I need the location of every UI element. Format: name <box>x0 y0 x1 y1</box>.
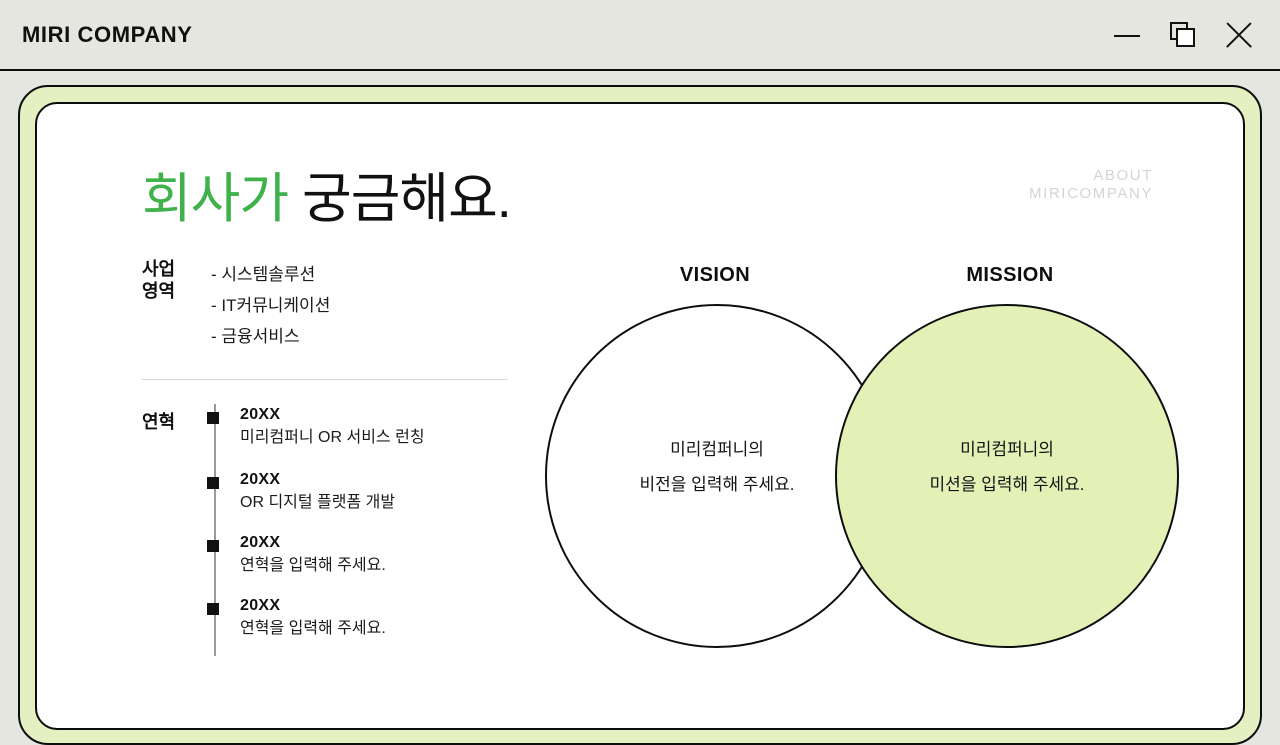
vision-circle <box>545 304 889 648</box>
timeline-year: 20XX <box>240 471 281 488</box>
page-title-rest: 궁금해요. <box>288 169 512 229</box>
timeline-entry: 20XX 미리컴퍼니 OR 서비스 런칭 <box>207 404 540 450</box>
business-area-section: 사업 영역 - 시스템솔루션 - IT커뮤니케이션 - 금융서비스 <box>142 259 330 352</box>
timeline-marker-icon <box>207 477 219 489</box>
timeline-marker-icon <box>207 540 219 552</box>
minimize-icon[interactable] <box>1112 20 1142 50</box>
about-line-2: MIRICOMPANY <box>1029 185 1153 202</box>
restore-square-front <box>1176 27 1195 47</box>
section-divider <box>142 379 508 380</box>
slide-canvas: 회사가 궁금해요. ABOUT MIRICOMPANY 사업 영역 - 시스템솔… <box>35 102 1245 730</box>
timeline-marker-icon <box>207 412 219 424</box>
close-icon[interactable] <box>1224 20 1254 50</box>
about-watermark: ABOUT MIRICOMPANY <box>1029 167 1153 203</box>
history-label: 연혁 <box>142 412 176 432</box>
timeline-entry: 20XX 연혁을 입력해 주세요. <box>207 532 540 578</box>
window-titlebar: MIRI COMPANY <box>0 0 1280 71</box>
timeline-year: 20XX <box>240 597 281 614</box>
timeline-year: 20XX <box>240 534 281 551</box>
timeline-entry: 20XX OR 디지털 플랫폼 개발 <box>207 469 540 515</box>
vision-text-line-1: 미리컴퍼니의 <box>670 440 764 459</box>
timeline-description: 미리컴퍼니 OR 서비스 런칭 <box>240 429 425 446</box>
app-title: MIRI COMPANY <box>22 21 193 47</box>
timeline-description: OR 디지털 플랫폼 개발 <box>240 494 396 511</box>
timeline-description: 연혁을 입력해 주세요. <box>240 557 386 574</box>
business-area-label-line-2: 영역 <box>142 280 176 301</box>
timeline-year: 20XX <box>240 406 281 423</box>
mission-title: MISSION <box>966 264 1054 286</box>
vision-title: VISION <box>679 264 751 286</box>
window-controls <box>1112 20 1254 50</box>
mission-text: 미리컴퍼니의 미션을 입력해 주세요. <box>835 432 1179 502</box>
list-item: - 시스템솔루션 <box>211 265 316 284</box>
timeline-entry: 20XX 연혁을 입력해 주세요. <box>207 595 540 641</box>
business-area-label-line-1: 사업 <box>142 259 176 279</box>
mission-text-line-2: 미션을 입력해 주세요. <box>929 475 1085 494</box>
restore-window-icon[interactable] <box>1168 20 1198 50</box>
vision-text-line-2: 비전을 입력해 주세요. <box>639 475 795 494</box>
business-area-label: 사업 영역 <box>142 259 204 352</box>
list-item: - IT커뮤니케이션 <box>211 296 331 315</box>
vision-text: 미리컴퍼니의 비전을 입력해 주세요. <box>545 432 889 502</box>
timeline-marker-icon <box>207 603 219 615</box>
business-area-list: - 시스템솔루션 - IT커뮤니케이션 - 금융서비스 <box>211 259 330 352</box>
list-item: - 금융서비스 <box>211 327 300 346</box>
page-title-accent: 회사가 <box>142 169 289 229</box>
mission-circle <box>835 304 1179 648</box>
about-line-1: ABOUT <box>1093 167 1153 184</box>
slide-frame-outer: 회사가 궁금해요. ABOUT MIRICOMPANY 사업 영역 - 시스템솔… <box>18 85 1262 745</box>
timeline-axis <box>214 404 216 656</box>
page-title: 회사가 궁금해요. <box>142 154 512 233</box>
timeline-description: 연혁을 입력해 주세요. <box>240 620 386 637</box>
mission-text-line-1: 미리컴퍼니의 <box>960 440 1054 459</box>
